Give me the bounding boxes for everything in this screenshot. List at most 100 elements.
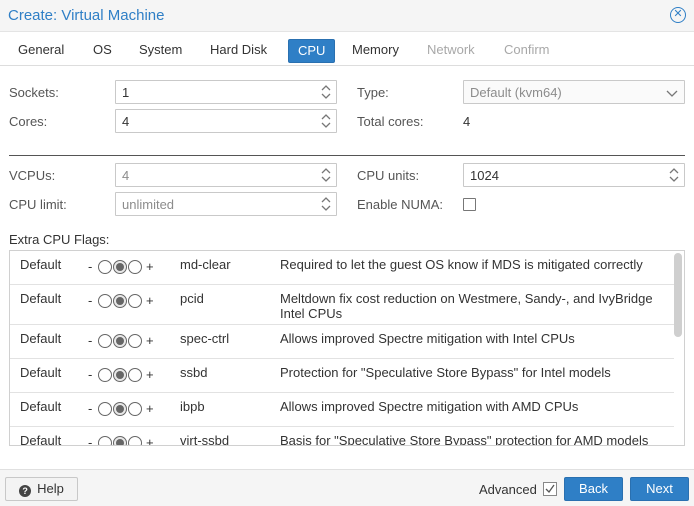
tristate-off-radio[interactable] xyxy=(98,260,112,274)
chevron-down-icon[interactable] xyxy=(666,87,678,102)
flag-description: Protection for "Speculative Store Bypass… xyxy=(280,365,611,380)
tristate-off-radio[interactable] xyxy=(98,436,112,445)
tristate-on-radio[interactable] xyxy=(128,260,142,274)
tab-cpu[interactable]: CPU xyxy=(288,39,336,63)
tristate-plus-label: + xyxy=(146,367,154,382)
tab-memory[interactable]: Memory xyxy=(352,42,399,57)
table-row: Default - + virt-ssbd Basis for "Specula… xyxy=(10,427,674,446)
advanced-checkbox[interactable] xyxy=(543,482,557,496)
flag-name: virt-ssbd xyxy=(180,433,230,446)
flag-state: Default xyxy=(20,399,62,414)
tristate-on-radio[interactable] xyxy=(128,294,142,308)
tristate-minus-label: - xyxy=(88,401,93,416)
sockets-value: 1 xyxy=(122,85,130,100)
help-icon: ? xyxy=(19,485,32,497)
flag-name: ibpb xyxy=(180,399,205,414)
tab-bar: General OS System Hard Disk CPU Memory N… xyxy=(0,34,694,66)
tristate-default-radio[interactable] xyxy=(113,402,127,416)
enable-numa-label: Enable NUMA: xyxy=(357,197,443,212)
dialog-titlebar: Create: Virtual Machine ✕ xyxy=(0,0,694,32)
sockets-label: Sockets: xyxy=(9,85,59,100)
back-button[interactable]: Back xyxy=(564,477,623,501)
tristate-on-radio[interactable] xyxy=(128,334,142,348)
tristate-default-radio[interactable] xyxy=(113,436,127,445)
cpu-limit-spinner[interactable]: unlimited xyxy=(115,192,337,216)
cpu-flags-grid: Default - + md-clear Required to let the… xyxy=(9,250,685,446)
vcpus-spinner[interactable]: 4 xyxy=(115,163,337,187)
tristate-plus-label: + xyxy=(146,293,154,308)
spinner-arrows-icon[interactable] xyxy=(321,167,331,183)
type-value: Default (kvm64) xyxy=(470,85,562,100)
cpu-limit-label: CPU limit: xyxy=(9,197,67,212)
flag-name: pcid xyxy=(180,291,204,306)
type-label: Type: xyxy=(357,85,389,100)
tristate-plus-label: + xyxy=(146,435,154,446)
checkmark-icon xyxy=(545,484,555,494)
tristate-minus-label: - xyxy=(88,435,93,446)
tristate-plus-label: + xyxy=(146,259,154,274)
tristate-minus-label: - xyxy=(88,367,93,382)
cpu-units-value: 1024 xyxy=(470,168,499,183)
tab-os[interactable]: OS xyxy=(93,42,112,57)
close-icon[interactable]: ✕ xyxy=(670,7,686,23)
tristate-on-radio[interactable] xyxy=(128,402,142,416)
flag-description: Required to let the guest OS know if MDS… xyxy=(280,257,643,272)
tristate-plus-label: + xyxy=(146,401,154,416)
spinner-arrows-icon[interactable] xyxy=(321,196,331,212)
spinner-arrows-icon[interactable] xyxy=(669,167,679,183)
tab-general[interactable]: General xyxy=(18,42,65,57)
table-row: Default - + spec-ctrl Allows improved Sp… xyxy=(10,325,674,359)
flag-name: ssbd xyxy=(180,365,208,380)
total-cores-value: 4 xyxy=(463,114,471,129)
tristate-default-radio[interactable] xyxy=(113,260,127,274)
flag-name: md-clear xyxy=(180,257,231,272)
dialog-title: Create: Virtual Machine xyxy=(8,7,165,24)
spinner-arrows-icon[interactable] xyxy=(321,84,331,100)
scrollbar-thumb[interactable] xyxy=(674,253,682,337)
tristate-off-radio[interactable] xyxy=(98,368,112,382)
flag-description: Basis for "Speculative Store Bypass" pro… xyxy=(280,433,649,446)
flag-tristate-selector: - + xyxy=(88,401,156,417)
tristate-minus-label: - xyxy=(88,333,93,348)
cores-spinner[interactable]: 4 xyxy=(115,109,337,133)
cpu-units-label: CPU units: xyxy=(357,168,420,183)
table-row: Default - + ssbd Protection for "Specula… xyxy=(10,359,674,393)
next-button[interactable]: Next xyxy=(630,477,689,501)
vcpus-label: VCPUs: xyxy=(9,168,56,183)
tristate-on-radio[interactable] xyxy=(128,436,142,445)
tristate-off-radio[interactable] xyxy=(98,334,112,348)
flag-description: Allows improved Spectre mitigation with … xyxy=(280,399,579,414)
spinner-arrows-icon[interactable] xyxy=(321,113,331,129)
tristate-default-radio[interactable] xyxy=(113,368,127,382)
tristate-default-radio[interactable] xyxy=(113,334,127,348)
extra-cpu-flags-label: Extra CPU Flags: xyxy=(9,232,110,247)
flag-tristate-selector: - + xyxy=(88,333,156,349)
tristate-minus-label: - xyxy=(88,259,93,274)
tab-confirm[interactable]: Confirm xyxy=(504,42,550,57)
advanced-label: Advanced xyxy=(479,482,537,497)
tab-network[interactable]: Network xyxy=(427,42,475,57)
sockets-spinner[interactable]: 1 xyxy=(115,80,337,104)
grid-scrollbar[interactable] xyxy=(674,253,682,443)
type-combobox[interactable]: Default (kvm64) xyxy=(463,80,685,104)
tristate-on-radio[interactable] xyxy=(128,368,142,382)
tristate-plus-label: + xyxy=(146,333,154,348)
flag-description: Allows improved Spectre mitigation with … xyxy=(280,331,575,346)
cpu-units-spinner[interactable]: 1024 xyxy=(463,163,685,187)
flag-state: Default xyxy=(20,365,62,380)
flag-description: Meltdown fix cost reduction on Westmere,… xyxy=(280,291,653,321)
flag-tristate-selector: - + xyxy=(88,293,156,309)
tab-system[interactable]: System xyxy=(139,42,183,57)
tristate-off-radio[interactable] xyxy=(98,294,112,308)
flag-state: Default xyxy=(20,433,62,446)
tab-hard-disk[interactable]: Hard Disk xyxy=(210,42,268,57)
table-row: Default - + md-clear Required to let the… xyxy=(10,251,674,285)
flag-tristate-selector: - + xyxy=(88,435,156,446)
total-cores-label: Total cores: xyxy=(357,114,424,129)
help-button[interactable]: ?Help xyxy=(5,477,78,501)
vcpus-value: 4 xyxy=(122,168,130,183)
tristate-minus-label: - xyxy=(88,293,93,308)
enable-numa-checkbox[interactable] xyxy=(463,198,476,211)
tristate-off-radio[interactable] xyxy=(98,402,112,416)
tristate-default-radio[interactable] xyxy=(113,294,127,308)
